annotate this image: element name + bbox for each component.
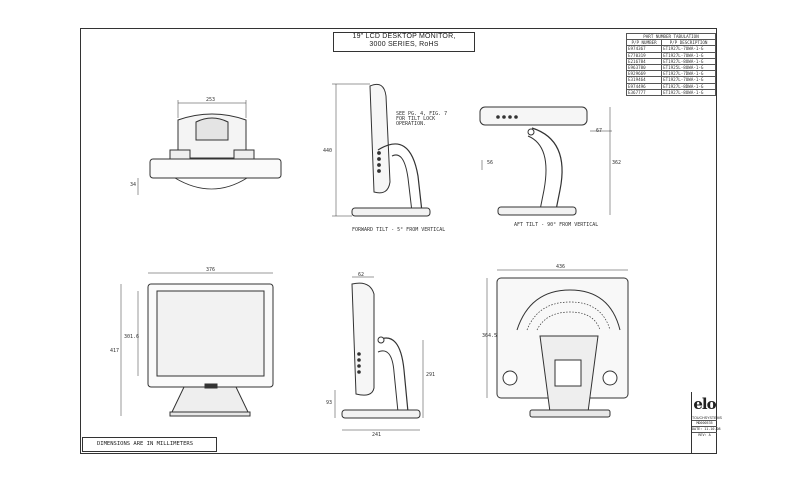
part-number-table: PART NUMBER TABULATION P/P NUMBER P/P DE… [625,32,716,97]
drawing-border [80,28,717,454]
part-number: E974496 [625,82,663,90]
dim-front-height: 417 [110,348,120,354]
part-table-heading: PART NUMBER TABULATION [626,32,716,41]
part-description: ET1927L-8UWA-1-G [661,88,716,97]
part-description: ET1927L-8DWA-1-G [661,82,716,90]
part-table-col-desc: P/P DESCRIPTION [661,39,716,47]
forward-tilt-caption: FORWARD TILT - 5° FROM VERTICAL [352,227,446,233]
elo-logo: elo [693,395,716,413]
dim-aft-top: 67 [596,128,603,134]
part-table-col-number: P/P NUMBER [625,39,663,47]
tilt-lock-note: SEE PG. 4, FIG. 7 FOR TILT LOCK OPERATIO… [396,111,448,127]
drawing-title: 19" LCD DESKTOP MONITOR, 3000 SERIES, Ro… [333,32,475,52]
top-view [137,100,282,195]
part-number: E216784 [625,57,663,66]
units-note: DIMENSIONS ARE IN MILLIMETERS [82,437,217,452]
side-view-2 [334,276,424,431]
dim-side2-top: 62 [358,272,365,278]
dim-rear-width: 436 [556,264,566,270]
part-description: ET1927L-7DWA-1-G [661,70,716,78]
part-description: ET1927L-8UWA-1-G [661,57,716,66]
dim-front-width: 376 [206,267,216,273]
part-number: E770319 [625,51,663,59]
dim-top-width: 253 [206,97,216,103]
dim-side2-height: 291 [426,372,436,378]
doc-revision: REV: A [692,432,717,438]
title-line-2: 3000 SERIES, RoHS [369,41,439,48]
side-view-aft [479,106,612,216]
part-number: E963780 [625,63,663,72]
part-number: E367777 [625,88,663,97]
part-number: E974367 [625,45,663,53]
dim-aft-offset: 56 [487,160,494,166]
dim-side2-depth: 241 [372,432,382,438]
dim-front-screen: 301.6 [124,334,140,340]
dim-side-height: 440 [323,148,333,154]
doc-date: DATE: 11-10-08 [692,426,721,431]
dim-aft-height: 362 [612,160,622,166]
rear-view [486,269,629,418]
dim-side2-base: 93 [326,400,333,406]
elo-subtitle: TOUCHSYSTEMS [692,416,722,420]
title-block: elo TOUCHSYSTEMS MD000535 DATE: 11-10-08… [691,392,722,454]
part-description: ET1927L-7UWA-1-G [661,45,716,53]
part-number: E319464 [625,76,663,84]
aft-tilt-caption: AFT TILT - 90° FROM VERTICAL [514,222,599,228]
part-description: ET1927L-7UWA-1-G [661,51,716,59]
doc-number: MD000535 [692,420,717,426]
side-view-forward [332,83,431,217]
part-description: ET1925L-8UWA-1-G [661,63,716,72]
title-line-1: 19" LCD DESKTOP MONITOR, [352,33,456,40]
part-description: ET1927L-7UWA-1-G [661,76,716,84]
front-view [120,272,274,417]
part-number: E929669 [625,70,663,78]
dim-top-depth: 34 [130,182,137,188]
dim-rear-height: 364.5 [482,333,498,339]
